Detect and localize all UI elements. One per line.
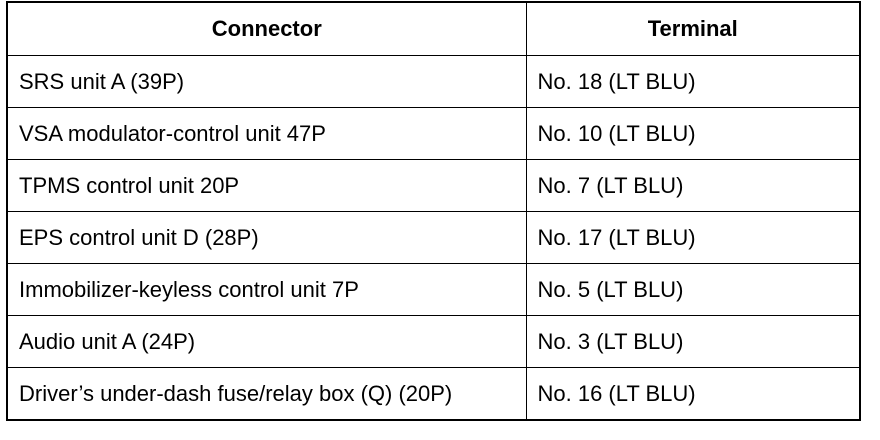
table-row: VSA modulator-control unit 47P No. 10 (L…	[6, 107, 861, 160]
column-header-terminal: Terminal	[525, 1, 861, 56]
connector-cell: SRS unit A (39P)	[6, 55, 527, 108]
terminal-cell: No. 10 (LT BLU)	[525, 107, 861, 160]
terminal-cell: No. 5 (LT BLU)	[525, 263, 861, 316]
table-row: TPMS control unit 20P No. 7 (LT BLU)	[6, 159, 861, 212]
connector-terminal-table: Connector Terminal SRS unit A (39P) No. …	[6, 1, 861, 421]
terminal-cell: No. 7 (LT BLU)	[525, 159, 861, 212]
table-row: EPS control unit D (28P) No. 17 (LT BLU)	[6, 211, 861, 264]
terminal-cell: No. 17 (LT BLU)	[525, 211, 861, 264]
table-row: Driver’s under-dash fuse/relay box (Q) (…	[6, 367, 861, 421]
terminal-cell: No. 18 (LT BLU)	[525, 55, 861, 108]
connector-cell: Driver’s under-dash fuse/relay box (Q) (…	[6, 367, 527, 421]
header-row: Connector Terminal	[6, 1, 861, 56]
column-header-connector: Connector	[6, 1, 527, 56]
table-row: SRS unit A (39P) No. 18 (LT BLU)	[6, 55, 861, 108]
table-body: SRS unit A (39P) No. 18 (LT BLU) VSA mod…	[6, 55, 861, 421]
table-header: Connector Terminal	[6, 1, 861, 56]
connector-cell: Immobilizer-keyless control unit 7P	[6, 263, 527, 316]
terminal-cell: No. 16 (LT BLU)	[525, 367, 861, 421]
connector-cell: EPS control unit D (28P)	[6, 211, 527, 264]
connector-cell: TPMS control unit 20P	[6, 159, 527, 212]
table-row: Immobilizer-keyless control unit 7P No. …	[6, 263, 861, 316]
table-row: Audio unit A (24P) No. 3 (LT BLU)	[6, 315, 861, 368]
connector-cell: VSA modulator-control unit 47P	[6, 107, 527, 160]
terminal-cell: No. 3 (LT BLU)	[525, 315, 861, 368]
connector-cell: Audio unit A (24P)	[6, 315, 527, 368]
